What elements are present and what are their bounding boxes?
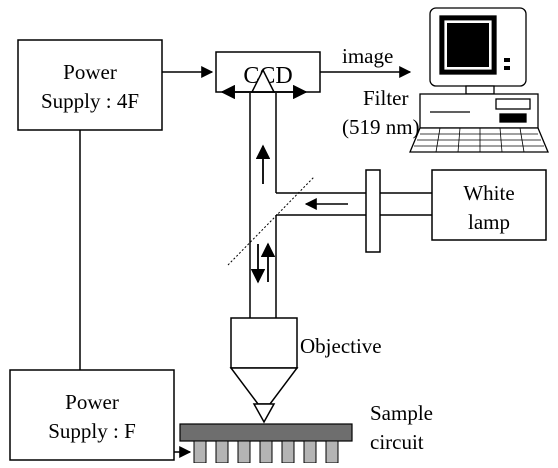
beam-splitter [227,176,315,266]
sample-label-line1: Sample [370,401,433,425]
power-supply-f-label-line2: Supply : F [48,419,136,443]
power-supply-4f-label-line2: Supply : 4F [41,89,139,113]
optical-column [249,93,277,318]
objective-label: Objective [300,334,382,358]
power-supply-f-box: Power Supply : F [9,369,175,461]
white-lamp-box: White lamp [431,169,547,241]
filter-plate [365,169,381,253]
filter-label-line2: (519 nm) [342,115,420,139]
filter-label-line1: Filter [363,86,409,110]
white-lamp-label-line1: White [463,181,514,205]
sample-label-line2: circuit [370,430,424,454]
power-supply-4f-box: Power Supply : 4F [17,39,163,131]
computer-icon [409,7,549,153]
lamp-beam [276,192,432,216]
image-label: image [342,44,393,68]
sample-circuit [179,423,353,464]
power-supply-f-label-line1: Power [65,390,119,414]
objective-lens [229,317,299,424]
white-lamp-label-line2: lamp [468,210,510,234]
power-supply-4f-label-line1: Power [63,60,117,84]
